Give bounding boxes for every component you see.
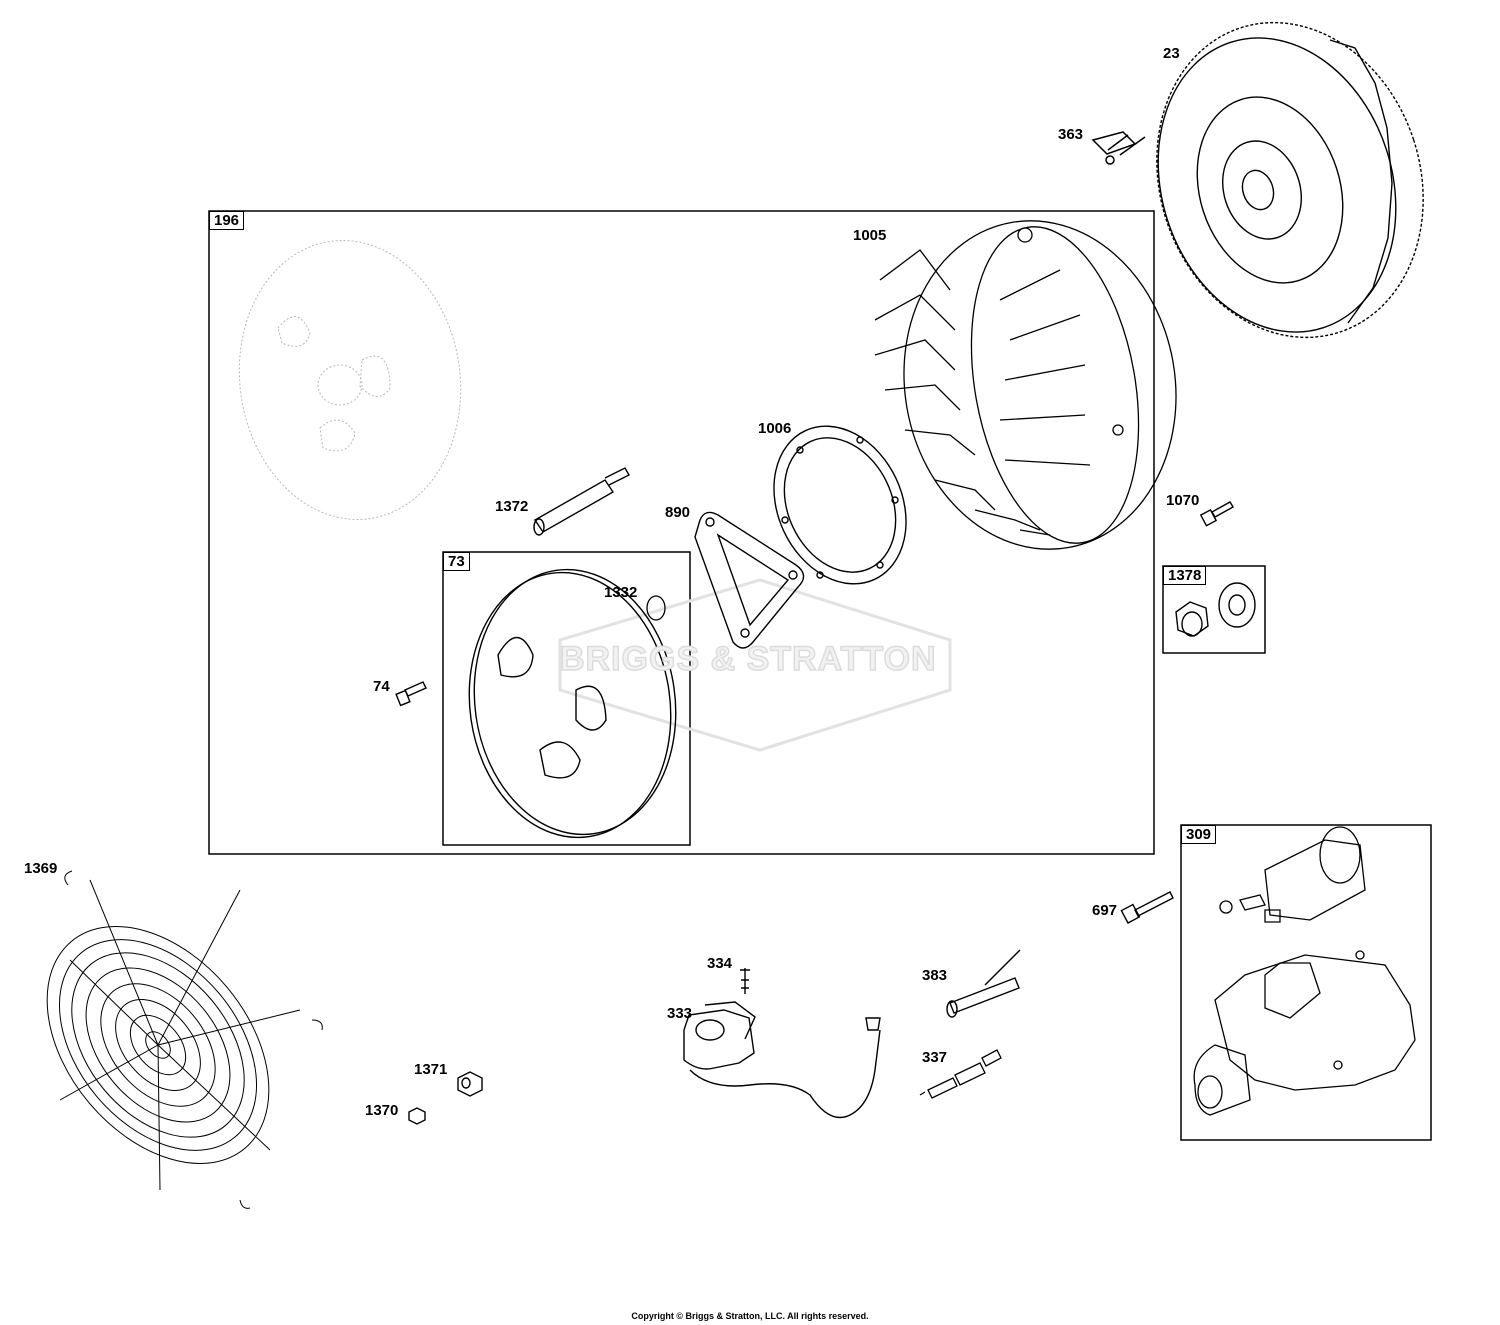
faded-screen-plate [238,240,462,520]
bracket-363-part [1091,131,1146,165]
group-73-box [442,551,691,846]
part-label-383: 383 [922,967,948,984]
brand-watermark: BRIGGS & STRATTON [559,639,937,679]
flywheel-part [1156,21,1424,339]
part-label-1370: 1370 [365,1102,399,1119]
group-label-73: 73 [443,552,470,571]
ignition-module-333-part [683,968,881,1119]
group-1378-box [1162,565,1266,654]
group-309-box [1180,824,1432,1141]
bolt-697-part [1120,891,1174,924]
bracket-890-part [694,511,805,649]
part-label-363: 363 [1058,126,1084,143]
group-196-box [208,210,1155,855]
spacer-1371-part [457,1071,483,1097]
group-label-196: 196 [209,211,245,230]
screen-plate-73-part [468,568,677,839]
part-label-1005: 1005 [853,227,887,244]
washer-1332-part [646,595,666,621]
nut-washer-1378-part [1175,582,1256,637]
starter-motor-309-part [1193,826,1416,1116]
part-label-74: 74 [373,678,390,695]
part-label-1070: 1070 [1166,492,1200,509]
brand-watermark-shape [558,578,952,752]
bolt-1070-part [1199,501,1234,527]
part-label-337: 337 [922,1049,948,1066]
spark-plug-tool-383-part [946,949,1021,1018]
group-label-309: 309 [1181,825,1217,844]
spacer-1372-part [533,467,630,536]
part-label-697: 697 [1092,902,1118,919]
bolt-74-part [395,681,427,707]
part-label-890: 890 [665,504,691,521]
part-label-1372: 1372 [495,498,529,515]
part-label-334: 334 [707,955,733,972]
fan-guard-1369-part [46,870,323,1209]
ring-1006-part [773,425,907,585]
screw-1370-part [408,1107,426,1125]
part-label-333: 333 [667,1005,693,1022]
cooling-fan-part [874,220,1177,550]
group-label-1378: 1378 [1163,566,1207,585]
copyright-notice: Copyright © Briggs & Stratton, LLC. All … [631,1311,869,1321]
part-label-1371: 1371 [414,1061,448,1078]
spark-plug-337-part [919,1049,1002,1099]
part-label-23: 23 [1163,45,1180,62]
part-label-1369: 1369 [24,860,58,877]
part-label-1006: 1006 [758,420,792,437]
part-label-1332: 1332 [604,584,638,601]
